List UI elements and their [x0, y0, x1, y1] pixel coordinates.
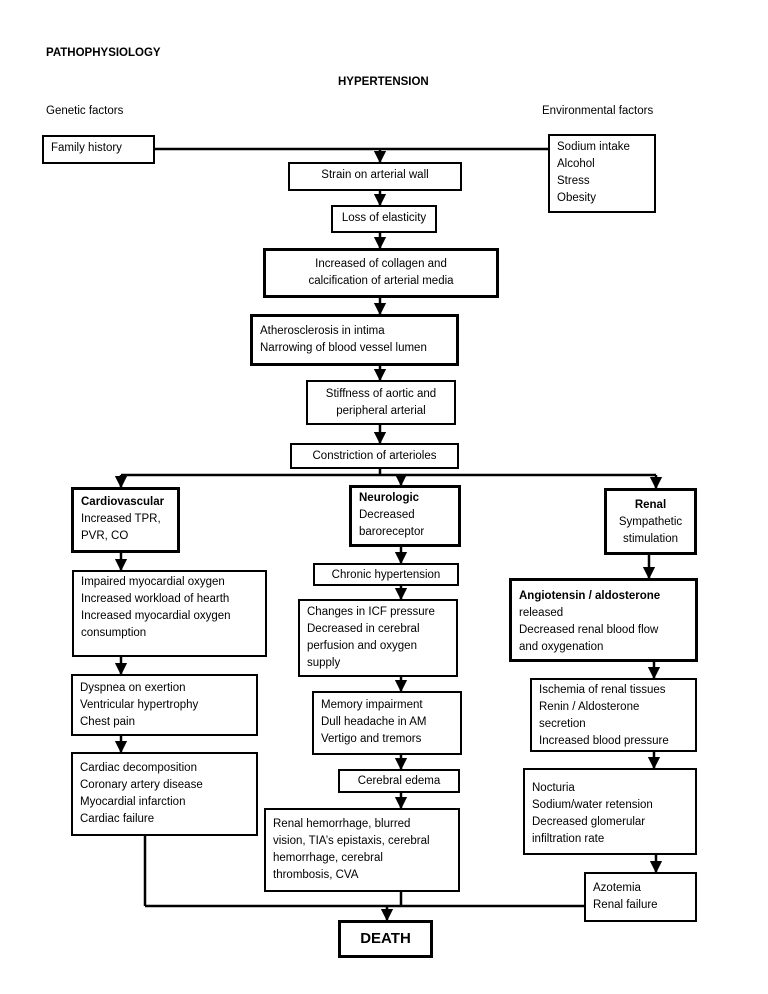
environmental-factors-box-line: Obesity [557, 192, 596, 204]
nocturia-box-line: Sodium/water retension [532, 799, 653, 811]
cardiovascular-header-box-line: PVR, CO [81, 530, 129, 542]
elasticity-box: Loss of elasticity [331, 205, 437, 233]
renal-header-box-line: stimulation [623, 533, 678, 545]
cerebral-edema-box-line: Cerebral edema [357, 775, 441, 787]
environmental-factors-box-line: Alcohol [557, 158, 595, 170]
icf-pressure-box-line: Decreased in cerebral [307, 623, 420, 635]
neuro-outcomes-box: Renal hemorrhage, blurred vision, TIA’s e… [264, 808, 460, 892]
angiotensin-box-line: Angiotensin / aldosterone [519, 590, 661, 602]
environmental-factors-box-line: Stress [557, 175, 590, 187]
cardio-symptoms-box-line: Chest pain [80, 716, 135, 728]
chronic-hypertension-box-line: Chronic hypertension [331, 569, 441, 581]
environmental-factors-label: Environmental factors [542, 105, 654, 117]
cardio-oxygen-box-line: Impaired myocardial oxygen [81, 576, 225, 588]
neuro-outcomes-box-line: vision, TIA’s epistaxis, cerebral [273, 835, 430, 847]
nocturia-box-line: Nocturia [532, 782, 575, 794]
memory-impairment-box-line: Vertigo and tremors [321, 733, 422, 745]
atherosclerosis-box-line: Narrowing of blood vessel lumen [260, 342, 427, 354]
chronic-hypertension-box: Chronic hypertension [313, 563, 459, 586]
constriction-box: Constriction of arterioles [290, 443, 459, 469]
cardiovascular-header-box-line: Increased TPR, [81, 513, 161, 525]
genetic-factors-label: Genetic factors [46, 105, 124, 117]
angiotensin-box-line: and oxygenation [519, 641, 604, 653]
section-label: PATHOPHYSIOLOGY [46, 47, 161, 59]
family-history-box: Family history [42, 135, 155, 164]
cardio-outcomes-box-line: Cardiac decomposition [80, 762, 197, 774]
collagen-box-line: Increased of collagen and [315, 258, 447, 270]
azotemia-box-line: Azotemia [593, 882, 641, 894]
neuro-outcomes-box-line: thrombosis, CVA [273, 869, 359, 881]
environmental-factors-box-line: Sodium intake [557, 141, 630, 153]
stiffness-box-line: Stiffness of aortic and [325, 388, 437, 400]
icf-pressure-box-line: supply [307, 657, 341, 669]
renal-ischemia-box-line: Increased blood pressure [539, 735, 669, 747]
renal-ischemia-box-line: Renin / Aldosterone [539, 701, 640, 713]
renal-ischemia-box-line: secretion [539, 718, 586, 730]
stiffness-box: Stiffness of aortic and peripheral arteri… [306, 380, 456, 425]
cardio-oxygen-box-line: Increased workload of hearth [81, 593, 230, 605]
memory-impairment-box-line: Dull headache in AM [321, 716, 427, 728]
azotemia-box-line: Renal failure [593, 899, 658, 911]
page-title: HYPERTENSION [338, 76, 429, 88]
cardio-oxygen-box-line: Increased myocardial oxygen [81, 610, 231, 622]
constriction-box-line: Constriction of arterioles [312, 450, 437, 462]
angiotensin-box-line: Decreased renal blood flow [519, 624, 659, 636]
stiffness-box-line: peripheral arterial [336, 405, 426, 417]
death-box-line: DEATH [360, 930, 411, 947]
cardio-outcomes-box-line: Coronary artery disease [80, 779, 203, 791]
cardio-oxygen-box-line: consumption [81, 627, 147, 639]
icf-pressure-box-line: Changes in ICF pressure [307, 606, 435, 618]
nocturia-box-line: Decreased glomerular [532, 816, 646, 828]
collagen-box-line: calcification of arterial media [308, 275, 454, 287]
memory-impairment-box-line: Memory impairment [321, 699, 423, 711]
neurologic-header-box-line: Neurologic [359, 492, 420, 504]
cardio-outcomes-box-line: Myocardial infarction [80, 796, 186, 808]
elasticity-box-line: Loss of elasticity [341, 212, 427, 224]
cardio-symptoms-box-line: Dyspnea on exertion [80, 682, 186, 694]
neuro-outcomes-box-line: Renal hemorrhage, blurred [273, 818, 411, 830]
strain-box: Strain on arterial wall [288, 162, 462, 191]
atherosclerosis-box-line: Atherosclerosis in intima [260, 325, 385, 337]
cardiovascular-header-box-line: Cardiovascular [81, 496, 165, 508]
renal-header-box-line: Sympathetic [618, 516, 683, 528]
death-box: DEATH [338, 920, 433, 958]
neurologic-header-box-line: baroreceptor [359, 526, 425, 538]
collagen-box: Increased of collagen and calcification o… [263, 248, 499, 298]
cerebral-edema-box: Cerebral edema [338, 769, 460, 793]
family-history-box-line: Family history [51, 142, 122, 154]
icf-pressure-box-line: perfusion and oxygen [307, 640, 417, 652]
renal-ischemia-box-line: Ischemia of renal tissues [539, 684, 666, 696]
cardio-symptoms-box-line: Ventricular hypertrophy [80, 699, 199, 711]
cardio-outcomes-box-line: Cardiac failure [80, 813, 155, 825]
angiotensin-box-line: released [519, 607, 564, 619]
renal-header-box-line: Renal [634, 499, 667, 511]
neurologic-header-box-line: Decreased [359, 509, 415, 521]
neuro-outcomes-box-line: hemorrhage, cerebral [273, 852, 383, 864]
nocturia-box-line: infiltration rate [532, 833, 605, 845]
strain-box-line: Strain on arterial wall [321, 169, 429, 181]
